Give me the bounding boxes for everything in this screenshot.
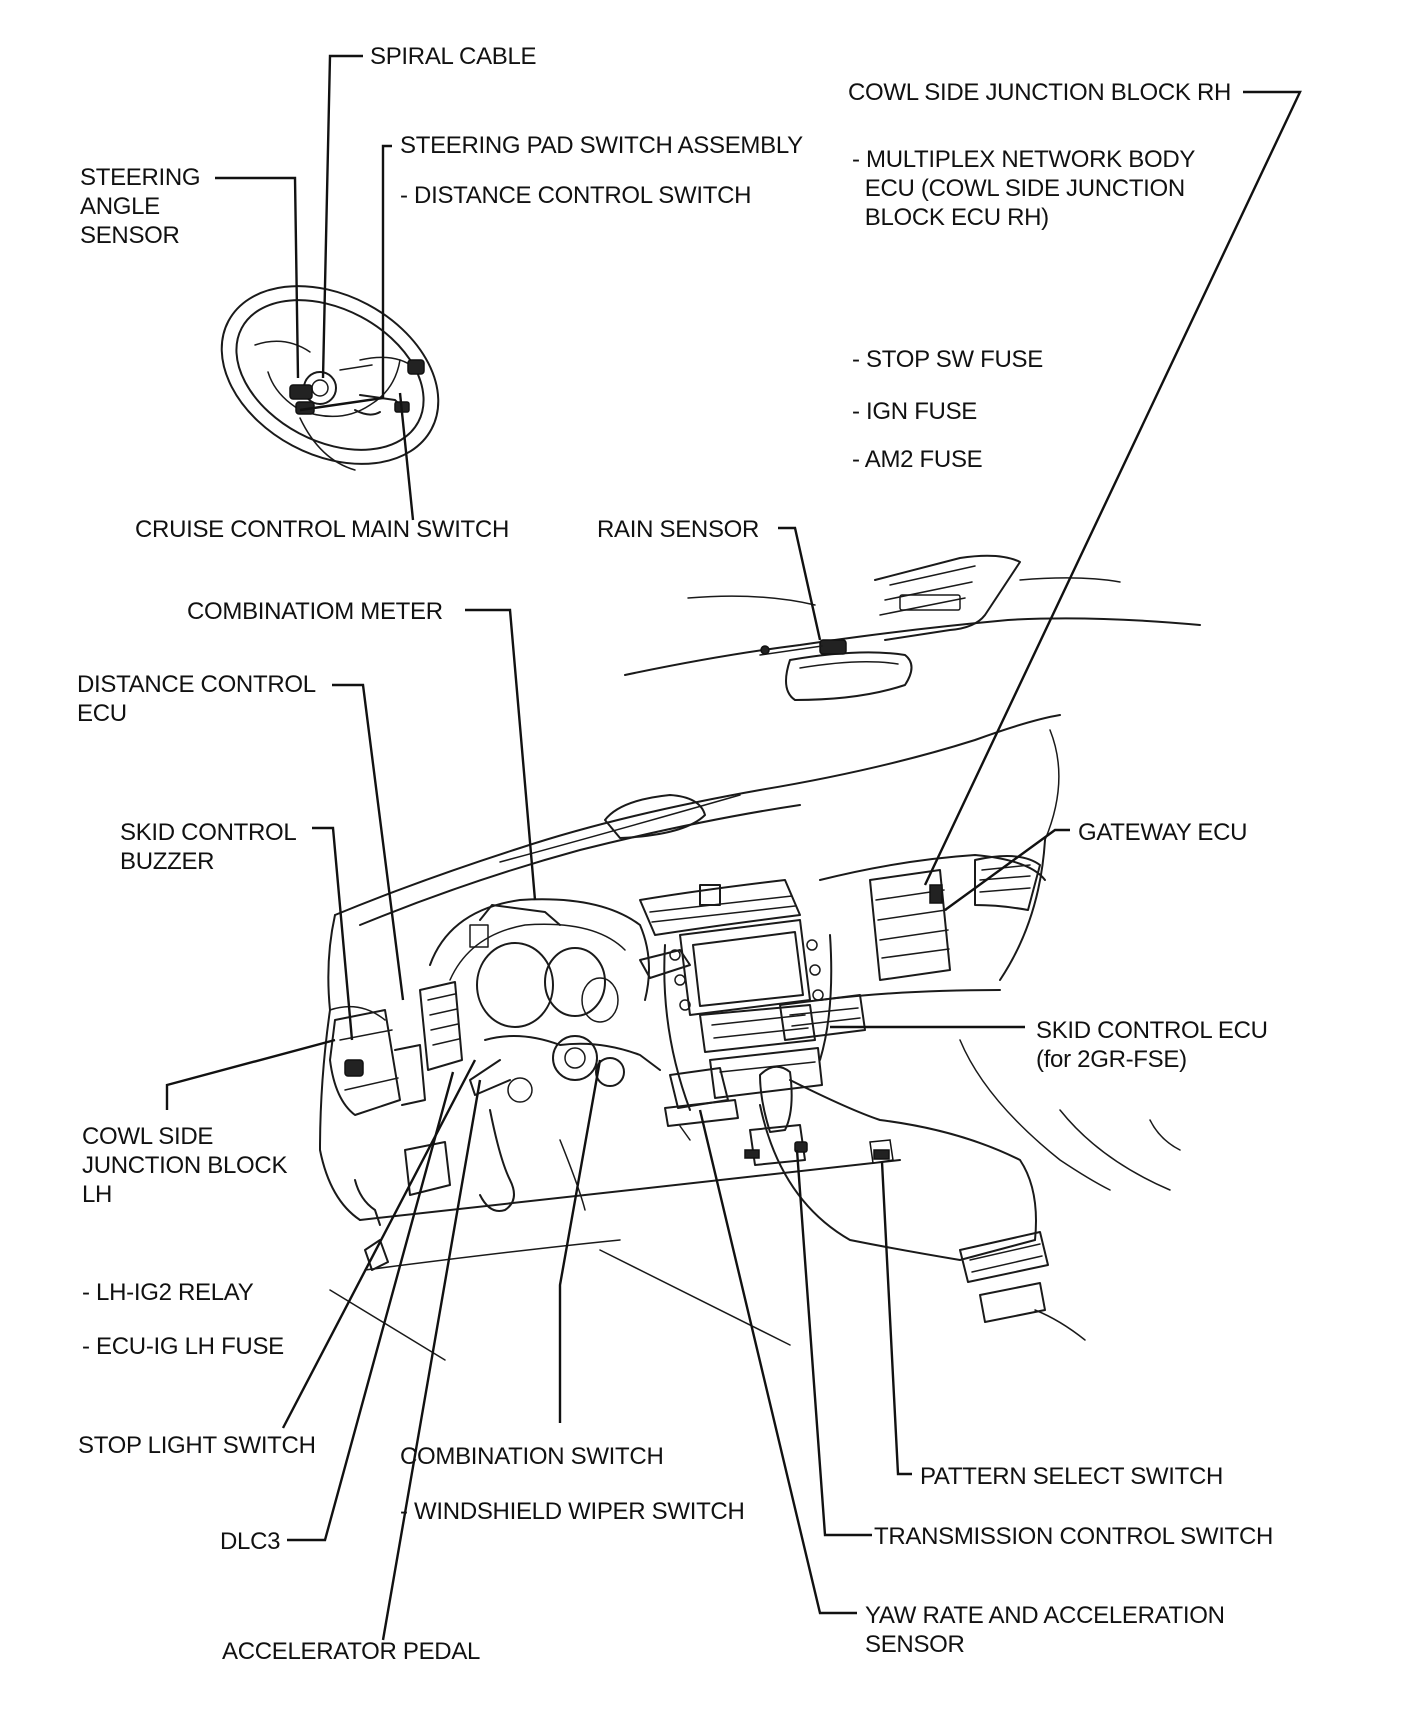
label-stop-sw-fuse: - STOP SW FUSE — [852, 346, 1043, 373]
label-multiplex-network-body-ecu: - MULTIPLEX NETWORK BODY ECU (COWL SIDE … — [852, 146, 1196, 231]
label-ecu-ig-lh-fuse: - ECU-IG LH FUSE — [82, 1333, 284, 1360]
label-cowl-side-junction-block-rh: COWL SIDE JUNCTION BLOCK RH — [848, 79, 1232, 106]
label-ign-fuse: - IGN FUSE — [852, 398, 978, 425]
label-combination-switch: COMBINATION SWITCH — [400, 1443, 664, 1470]
label-gateway-ecu: GATEWAY ECU — [1078, 819, 1248, 846]
label-windshield-wiper-switch: - WINDSHIELD WIPER SWITCH — [400, 1498, 745, 1525]
label-stop-light-switch: STOP LIGHT SWITCH — [78, 1432, 316, 1459]
label-skid-control-buzzer: SKID CONTROL BUZZER — [120, 819, 297, 875]
label-distance-control-ecu: DISTANCE CONTROL ECU — [77, 671, 316, 727]
label-cowl-side-junction-block-lh: COWL SIDE JUNCTION BLOCK LH — [82, 1123, 288, 1208]
label-cruise-control-main-switch: CRUISE CONTROL MAIN SWITCH — [135, 516, 509, 543]
label-distance-control-switch: - DISTANCE CONTROL SWITCH — [400, 182, 752, 209]
roof-console-illustration — [624, 554, 1201, 701]
label-spiral-cable: SPIRAL CABLE — [370, 43, 537, 70]
label-steering-pad-switch-assembly: STEERING PAD SWITCH ASSEMBLY — [400, 132, 803, 159]
leader-lines — [165, 54, 1302, 1641]
label-skid-control-ecu: SKID CONTROL ECU (for 2GR-FSE) — [1036, 1017, 1268, 1073]
label-combination-meter: COMBINATIOM METER — [187, 598, 443, 625]
instrument-panel-illustration — [319, 714, 1181, 1361]
label-accelerator-pedal: ACCELERATOR PEDAL — [222, 1638, 481, 1665]
label-lh-ig2-relay: - LH-IG2 RELAY — [82, 1279, 254, 1306]
label-dlc3: DLC3 — [220, 1528, 281, 1555]
label-am2-fuse: - AM2 FUSE — [852, 446, 983, 473]
label-pattern-select-switch: PATTERN SELECT SWITCH — [920, 1463, 1224, 1490]
label-yaw-rate-and-acceleration-sensor: YAW RATE AND ACCELERATION SENSOR — [865, 1602, 1225, 1658]
label-rain-sensor: RAIN SENSOR — [597, 516, 760, 543]
label-transmission-control-switch: TRANSMISSION CONTROL SWITCH — [874, 1523, 1274, 1550]
label-steering-angle-sensor: STEERING ANGLE SENSOR — [80, 164, 201, 249]
steering-wheel-illustration — [220, 285, 440, 471]
